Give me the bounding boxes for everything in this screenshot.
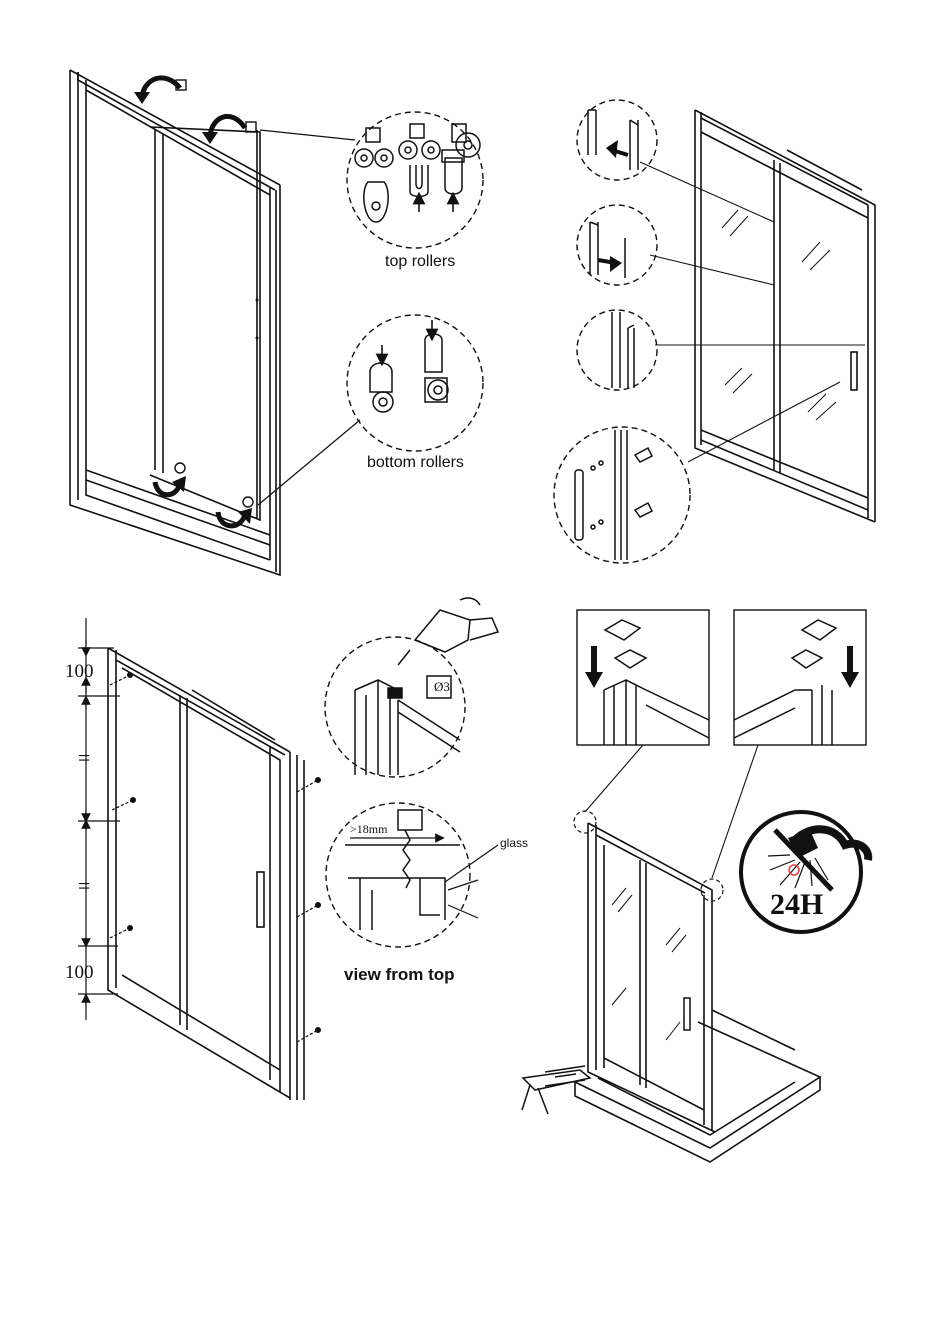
roller-mounts (175, 80, 256, 507)
equal-mark-1: = (78, 745, 90, 771)
glass-label: glass (500, 836, 528, 850)
cap-detail-parts (604, 620, 836, 745)
dim-top-100: 100 (65, 661, 94, 683)
min-distance-label: >18mm (350, 822, 387, 837)
bottom-rollers-detail (347, 315, 483, 451)
door-handle (851, 352, 857, 390)
shower-enclosure (575, 823, 820, 1162)
drill-size-label: Ø3 (434, 679, 450, 695)
cap-leader-lines (585, 745, 758, 878)
leader-lines-top-right (640, 162, 865, 462)
glass-reflections (722, 210, 836, 420)
top-rollers-label: top rollers (385, 253, 455, 271)
sealant-gun-icon (522, 1066, 590, 1114)
door-frame-top-left (70, 70, 280, 575)
cure-time-label: 24H (770, 888, 823, 922)
view-from-top-label: view from top (344, 965, 455, 985)
push-arrowheads (606, 140, 622, 272)
bottom-rollers-label: bottom rollers (367, 454, 464, 472)
drill-icon (398, 598, 498, 665)
push-arrow-icons (598, 150, 628, 263)
door-handle-bottom-left (257, 872, 264, 927)
door-assembled-top-right (695, 110, 875, 522)
door-frame-bottom-left (108, 648, 304, 1100)
up-arrows-top (419, 198, 453, 212)
detail-circle-parts (575, 110, 652, 560)
enclosure-handle (684, 998, 690, 1030)
enclosure-reflections (612, 888, 686, 1040)
top-roller-parts (355, 124, 480, 222)
dim-bottom-100: 100 (65, 962, 94, 984)
equal-mark-2: = (78, 873, 90, 899)
drill-detail (325, 637, 465, 777)
wall-screws (127, 672, 321, 1033)
rotate-arrowheads (134, 92, 252, 524)
